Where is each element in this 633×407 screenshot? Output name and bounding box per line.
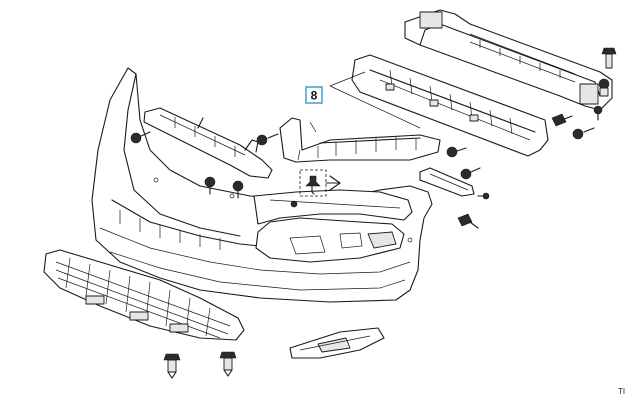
push-clip-icon [163, 353, 181, 379]
leader-lines [329, 71, 421, 129]
diagram-code: TI [618, 387, 625, 396]
bolt-icon [290, 200, 298, 208]
bolt-icon [204, 176, 216, 195]
push-clip-icon [219, 351, 237, 377]
callout-label: 8 [311, 89, 318, 103]
bolt-icon [256, 133, 279, 146]
bolt-icon [457, 213, 479, 229]
bumper-reinforcement-beam [404, 9, 613, 111]
bolt-icon [598, 78, 610, 97]
left-side-bracket [143, 107, 273, 179]
center-bracket [279, 117, 441, 163]
bolt-icon [572, 127, 595, 140]
callout-8[interactable]: 8 [305, 86, 323, 104]
bolt-icon [446, 146, 467, 158]
lower-grille [43, 249, 245, 341]
bolt-icon [232, 180, 244, 199]
bolt-icon [593, 105, 603, 121]
clip-detail [299, 169, 341, 197]
fasteners [130, 47, 617, 379]
bolt-icon [601, 47, 617, 69]
bumper-cover [91, 67, 433, 303]
fog-light-bezel [289, 327, 385, 359]
bolt-icon [477, 192, 490, 200]
side-bracket-right [419, 167, 475, 197]
bolt-icon [460, 167, 481, 180]
energy-absorber [351, 54, 549, 157]
bolt-icon [130, 131, 151, 144]
bolt-icon [551, 113, 573, 127]
